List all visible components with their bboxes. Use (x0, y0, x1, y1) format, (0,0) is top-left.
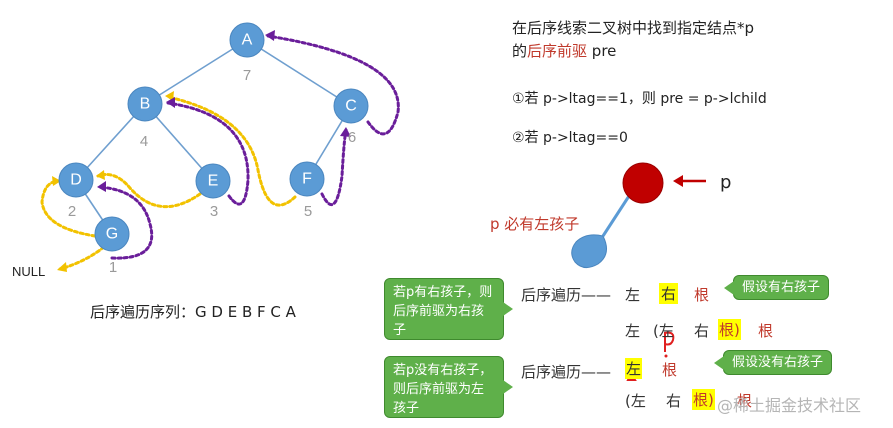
node-a: A 7 (229, 22, 265, 84)
arrowhead-to-b (165, 91, 174, 101)
case-right-word-left: 左 (625, 286, 641, 304)
null-label: NULL (12, 264, 45, 279)
node-g: G 1 (94, 216, 130, 276)
thread-e-d (96, 173, 202, 208)
heading-prefix: 的 (512, 42, 528, 60)
arrowhead-to-a (265, 30, 275, 41)
case-no-right-word-left: 左 (625, 358, 643, 379)
p-node (622, 162, 664, 204)
arrowhead-to-d-purple (97, 181, 106, 192)
thread-f-c (320, 128, 348, 207)
arrowhead-to-d-left (52, 176, 61, 186)
node-g-order: 1 (109, 259, 117, 276)
predecessor-threads (40, 91, 297, 272)
thread-g-d (97, 185, 154, 260)
heading-line2: 的后序前驱 pre (512, 40, 616, 61)
postorder-sequence: 后序遍历序列：G D E B F C A (90, 303, 296, 321)
case-right-expanded-tail: 根 (758, 322, 774, 340)
heading-line1: 在后序线索二叉树中找到指定结点*p (512, 19, 755, 37)
heading-highlight: 后序前驱 (527, 42, 588, 60)
heading-suffix: pre (587, 42, 617, 60)
arrowhead-to-null (57, 262, 67, 272)
callout-no-right-child: 若p没有右孩子，则后序前驱为左孩子 (384, 356, 513, 418)
case-right-word-root: 根 (694, 286, 710, 304)
arrowhead-to-c (340, 127, 351, 137)
node-f-label: F (302, 171, 312, 188)
node-e: E 3 (195, 163, 231, 220)
node-c-order: 6 (348, 129, 356, 146)
node-b-label: B (140, 96, 151, 113)
thread-g-null (58, 245, 106, 271)
rule-2: ②若 p->ltag==0 (512, 130, 628, 146)
case-no-right-expanded-inner-left: (左 (625, 392, 646, 410)
case-no-right-expanded-tail: 根 (737, 392, 753, 410)
assumption-no-right: 假设没有右孩子 (713, 350, 833, 375)
case-right-expanded-inner-left: (左 (653, 322, 674, 340)
case-no-right-word-root: 根 (662, 361, 678, 379)
watermark: @稀土掘金技术社区 (717, 396, 862, 415)
case-right-word-right: 右 (659, 283, 679, 304)
node-d-label: D (70, 172, 82, 189)
left-child-note: p 必有左孩子 (490, 215, 580, 233)
node-d: D 2 (58, 162, 94, 220)
case-no-right-label: 后序遍历—— (521, 363, 612, 381)
node-c-label: C (345, 98, 357, 115)
node-e-label: E (208, 173, 219, 190)
edge-a-c (246, 39, 352, 107)
arrowhead-to-d (96, 170, 105, 180)
callout-has-right-child: 若p有右孩子，则后序前驱为右孩子 (384, 278, 513, 340)
node-a-label: A (242, 32, 253, 49)
assumption-has-right: 假设有右孩子 (723, 275, 830, 300)
thread-e-b (166, 101, 250, 206)
node-b: B 4 (127, 86, 163, 150)
p-label: p (720, 172, 732, 193)
rule-1: ①若 p->ltag==1，则 pre = p->lchild (512, 91, 767, 107)
arrowhead-to-b-purple (166, 97, 175, 108)
left-child-node (571, 234, 608, 268)
node-e-order: 3 (210, 203, 218, 220)
thread-c-a (266, 34, 400, 136)
tree-nodes: A 7 B 4 C 6 D 2 E 3 F 5 G (58, 22, 369, 276)
p-diagram (571, 162, 706, 268)
node-f-order: 5 (304, 203, 312, 220)
node-b-order: 4 (140, 133, 148, 150)
node-f: F 5 (289, 161, 325, 220)
case-no-right-expanded-inner-right: 右 (666, 392, 682, 410)
thread-d-g (40, 179, 97, 238)
case-no-right-expanded-inner-root: 根) (692, 389, 715, 410)
edge-a-b (144, 39, 248, 105)
p-pointer-arrowhead (673, 175, 683, 187)
case-right-expanded-inner-right: 右 (694, 322, 710, 340)
thread-f-e (166, 95, 297, 207)
case-right-label: 后序遍历—— (521, 286, 612, 304)
case-right-expanded-inner-root: 根) (718, 319, 741, 340)
case-right-expanded-left: 左 (625, 322, 641, 340)
p-left-edge (601, 195, 631, 237)
node-g-label: G (106, 226, 118, 243)
node-c: C 6 (333, 88, 369, 146)
node-d-order: 2 (68, 203, 76, 220)
successor-threads (97, 30, 400, 260)
node-a-order: 7 (243, 67, 251, 84)
